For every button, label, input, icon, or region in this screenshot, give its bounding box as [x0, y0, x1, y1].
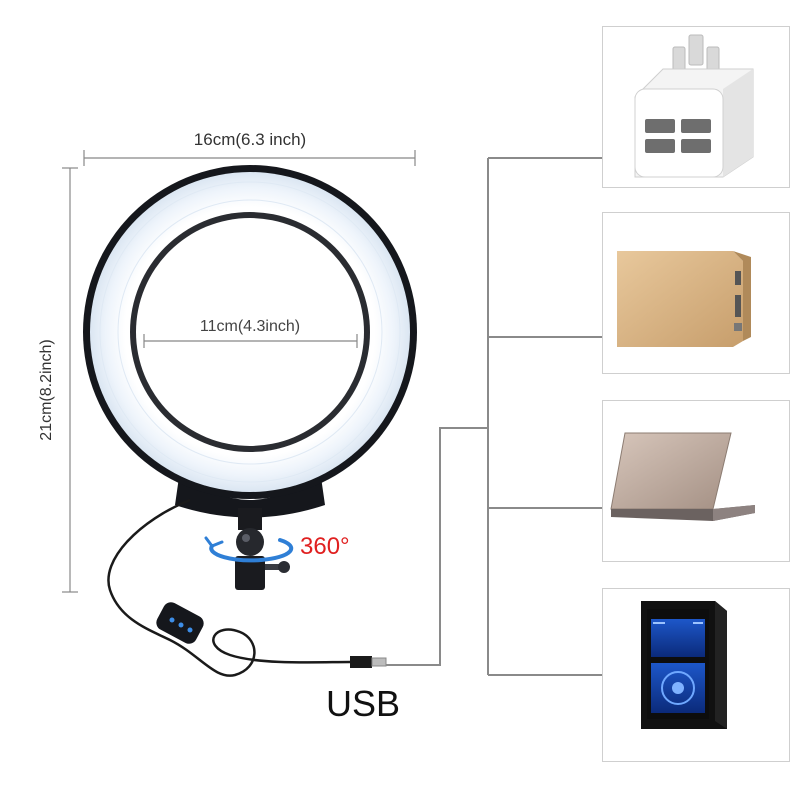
usb-cable	[107, 498, 387, 677]
ball-head-mount	[235, 508, 290, 590]
ring-light	[83, 165, 417, 518]
rotation-label: 360°	[300, 533, 350, 560]
device-box-laptop	[602, 400, 790, 562]
rotation-arrow-icon	[204, 536, 294, 563]
power-bank-icon	[617, 251, 751, 347]
inline-switch	[156, 602, 204, 644]
desktop-pc-icon	[641, 601, 727, 729]
usb-label: USB	[326, 683, 401, 724]
width-label: 16cm(6.3 inch)	[193, 130, 307, 149]
laptop-icon	[610, 432, 755, 521]
wall-charger-icon	[634, 34, 754, 178]
height-label: 21cm(8.2inch)	[38, 339, 55, 441]
inner-diameter-label: 11cm(4.3inch)	[199, 318, 301, 335]
device-box-wall-charger	[602, 26, 790, 188]
height-dimension-line	[62, 167, 78, 593]
device-box-power-bank	[602, 212, 790, 374]
width-dimension-line	[83, 150, 416, 166]
connector-lines	[386, 157, 602, 676]
inner-diameter-line	[143, 334, 358, 348]
device-box-desktop-pc	[602, 588, 790, 762]
